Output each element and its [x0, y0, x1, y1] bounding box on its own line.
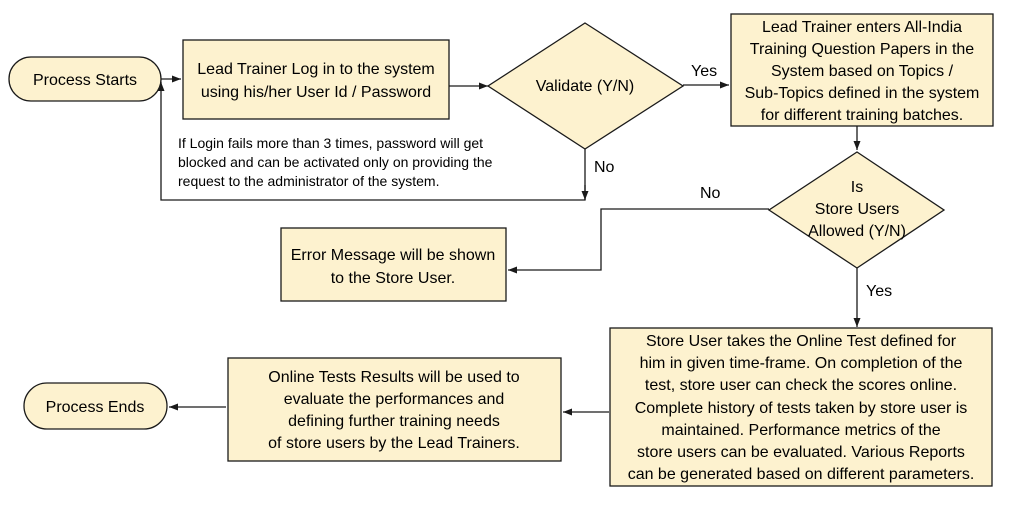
decision-store-allowed [767, 151, 946, 269]
process-enter-papers [730, 13, 994, 127]
papers-label-line5: for different training batches. [761, 107, 964, 124]
papers-label-line1: Lead Trainer enters All-India [762, 19, 962, 36]
login-failure-note: If Login fails more than 3 times, passwo… [178, 135, 493, 189]
test-label-line4: Complete history of tests taken by store… [635, 400, 968, 417]
papers-label-line2: Training Question Papers in the [750, 41, 975, 58]
test-label-line2: him in given time-frame. On completion o… [640, 355, 963, 372]
edge-label-allowed-no: No [700, 185, 721, 202]
edge-label-allowed-yes: Yes [866, 283, 892, 300]
edge-allowed-no [508, 208, 769, 274]
login-label-line1: Lead Trainer Log in to the system [197, 61, 434, 78]
terminator-end [23, 382, 168, 430]
allowed-label-line3: Allowed (Y/N) [808, 223, 906, 240]
papers-label-line3: System based on Topics / [771, 63, 954, 80]
error-label-line2: to the Store User. [331, 270, 456, 287]
start-label: Process Starts [33, 72, 137, 89]
test-label-line1: Store User takes the Online Test defined… [646, 333, 957, 350]
node-results: Online Tests Results will be used to eva… [227, 357, 562, 462]
end-label: Process Ends [46, 399, 145, 416]
edge-label-validate-no: No [594, 159, 615, 176]
node-process-ends: Process Ends [23, 382, 168, 430]
node-store-allowed: Is Store Users Allowed (Y/N) [767, 151, 946, 269]
test-label-line3: test, store user can check the scores on… [645, 377, 957, 394]
process-online-test [609, 327, 993, 487]
test-label-line6: store users can be evaluated. Various Re… [637, 444, 965, 461]
process-results [227, 357, 562, 462]
test-label-line5: maintained. Performance metrics of the [661, 422, 940, 439]
node-online-test: Store User takes the Online Test defined… [609, 327, 993, 487]
node-process-starts: Process Starts [8, 56, 162, 102]
node-login: Lead Trainer Log in to the system using … [182, 39, 450, 120]
decision-validate [486, 22, 685, 150]
allowed-label-line2: Store Users [815, 201, 899, 218]
results-label-line3: defining further training needs [288, 413, 500, 430]
allowed-label-line1: Is [851, 179, 863, 196]
papers-label-line4: Sub-Topics defined in the system [745, 85, 980, 102]
results-label-line4: of store users by the Lead Trainers. [268, 435, 520, 452]
node-error: Error Message will be shown to the Store… [280, 227, 507, 302]
edge-label-validate-yes: Yes [691, 63, 717, 80]
login-label-line2: using his/her User Id / Password [201, 84, 431, 101]
results-label-line1: Online Tests Results will be used to [268, 369, 519, 386]
edges [157, 75, 861, 416]
edge-validate-no-loop [157, 82, 586, 201]
process-login [182, 39, 450, 120]
node-validate: Validate (Y/N) [486, 22, 685, 150]
note-line1: If Login fails more than 3 times, passwo… [178, 135, 483, 151]
process-error [280, 227, 507, 302]
note-line2: blocked and can be activated only on pro… [178, 154, 493, 170]
test-label-line7: can be generated based on different para… [628, 466, 975, 483]
error-label-line1: Error Message will be shown [291, 247, 496, 264]
terminator-start [8, 56, 162, 102]
results-label-line2: evaluate the performances and [284, 391, 505, 408]
note-line3: request to the administrator of the syst… [178, 173, 439, 189]
validate-label: Validate (Y/N) [536, 78, 634, 95]
node-enter-papers: Lead Trainer enters All-India Training Q… [730, 13, 994, 127]
